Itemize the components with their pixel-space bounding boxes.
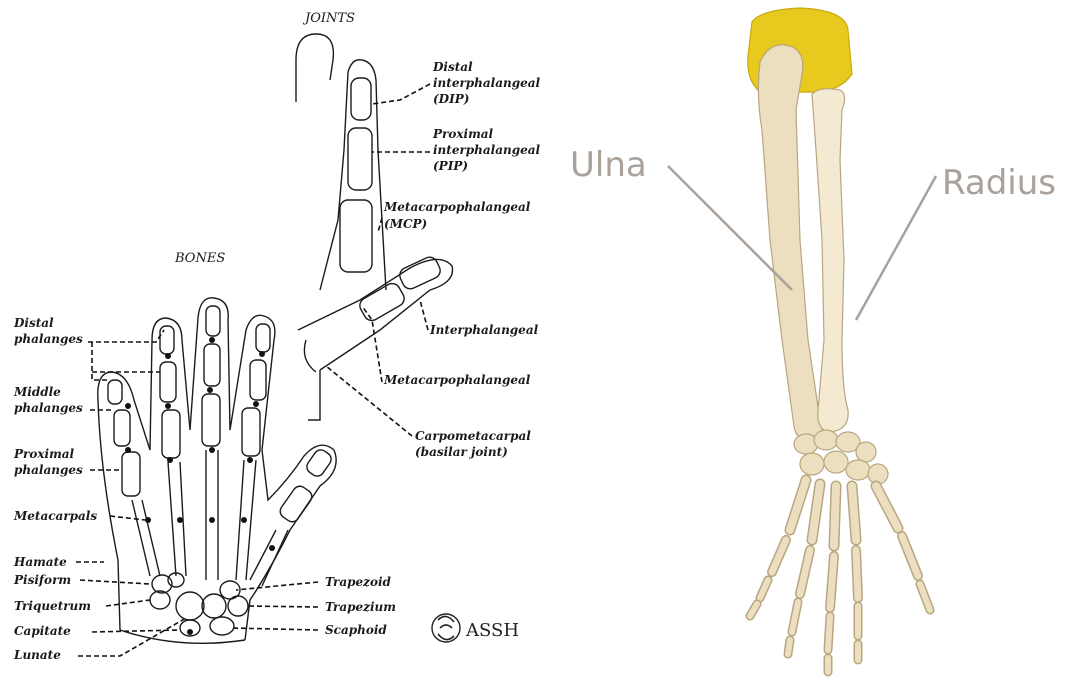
joint-markers bbox=[125, 337, 275, 635]
label-trapezoid: Trapezoid bbox=[325, 575, 392, 589]
label-scaphoid: Scaphoid bbox=[325, 623, 387, 637]
label-middle-phalanges: Middle phalanges bbox=[13, 385, 83, 415]
label-triquetrum: Triquetrum bbox=[14, 599, 91, 613]
assh-logo: ASSH bbox=[432, 614, 519, 642]
radius-label: Radius bbox=[942, 163, 1056, 203]
joint-label-interphalangeal: Interphalangeal bbox=[429, 323, 539, 337]
assh-logo-text: ASSH bbox=[465, 620, 519, 641]
radius-bone bbox=[812, 89, 848, 432]
label-metacarpals: Metacarpals bbox=[13, 509, 97, 523]
label-capitate: Capitate bbox=[14, 624, 71, 638]
forearm-hand-bones bbox=[750, 480, 930, 672]
label-distal-phalanges: Distal phalanges bbox=[13, 316, 83, 346]
assh-logo-icon bbox=[432, 614, 460, 642]
bone-labels-right: Trapezoid Trapezium Scaphoid bbox=[232, 575, 396, 637]
joint-label-mcp: Metacarpophalangeal (MCP) bbox=[383, 200, 535, 231]
label-proximal-phalanges: Proximal phalanges bbox=[13, 447, 83, 477]
label-hamate: Hamate bbox=[13, 555, 67, 569]
radius-pointer bbox=[856, 176, 936, 320]
joint-label-carpometacarpal: Carpometacarpal (basilar joint) bbox=[415, 429, 535, 459]
bone-labels-left: Distal phalanges Middle phalanges Proxim… bbox=[13, 316, 97, 662]
joint-label-pip: Proximal interphalangeal (PIP) bbox=[432, 127, 544, 173]
forearm-diagram: Ulna Radius bbox=[570, 8, 1056, 672]
bones-heading: BONES bbox=[174, 251, 225, 266]
joint-labels: Distal interphalangeal (DIP) Proximal in… bbox=[383, 60, 544, 459]
label-pisiform: Pisiform bbox=[13, 573, 71, 587]
carpal-bones bbox=[150, 573, 248, 636]
joints-heading: JOINTS bbox=[302, 11, 355, 26]
finger-bones bbox=[108, 306, 334, 524]
label-trapezium: Trapezium bbox=[325, 600, 396, 614]
hand-outline-drawing bbox=[98, 34, 453, 643]
hand-diagram: JOINTS BONES Distal interphalangeal (DIP… bbox=[13, 11, 544, 662]
ulna-label: Ulna bbox=[570, 145, 647, 185]
label-lunate: Lunate bbox=[13, 648, 61, 662]
joint-label-dip: Distal interphalangeal (DIP) bbox=[432, 60, 544, 106]
joint-label-metacarpophalangeal: Metacarpophalangeal bbox=[383, 373, 531, 387]
